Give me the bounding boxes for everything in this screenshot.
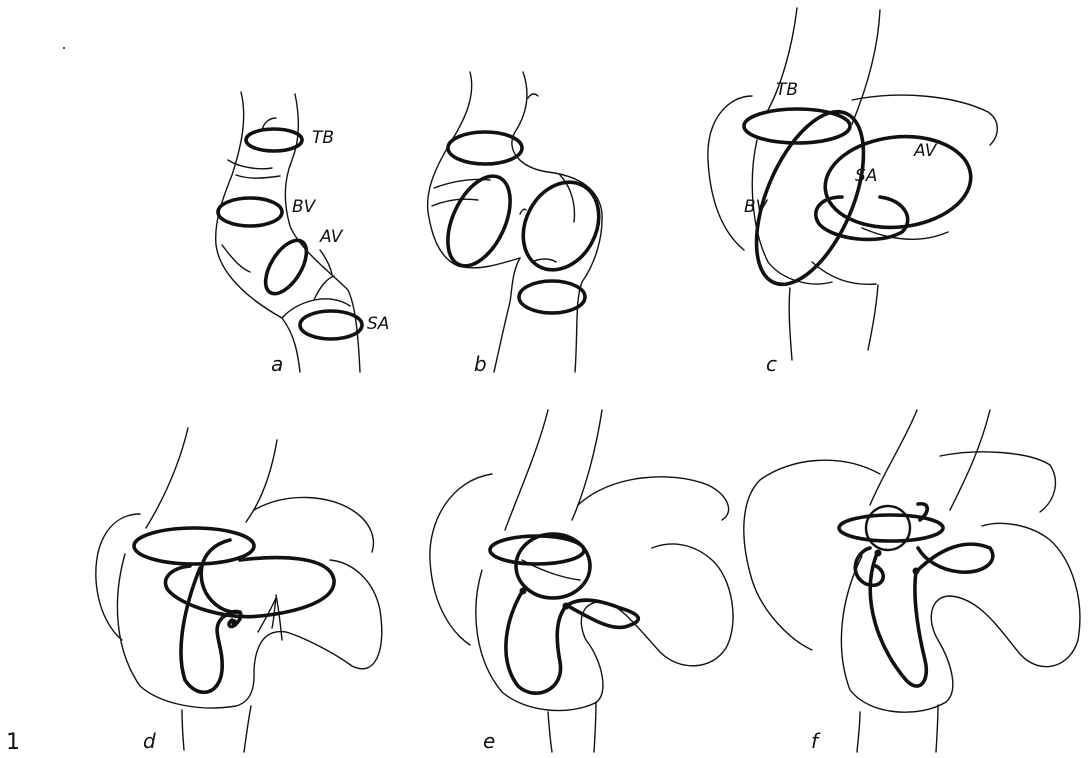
panel-c-label-sa: SA	[855, 166, 877, 186]
panel-a: TB BV AV SA a	[216, 92, 390, 376]
panel-c-letter: c	[766, 352, 777, 376]
panel-b-letter: b	[474, 352, 487, 376]
panel-c-label-bv: BV	[744, 197, 769, 217]
panel-d: d	[96, 428, 382, 753]
figure-number: 1	[6, 730, 20, 755]
panel-e-letter: e	[483, 729, 495, 753]
panel-b: b	[428, 72, 614, 376]
panel-a-label-av: AV	[319, 227, 344, 247]
panel-c-label-tb: TB	[776, 80, 798, 100]
panel-c-label-av: AV	[913, 141, 938, 161]
panel-c: TB BV AV SA c	[708, 8, 997, 376]
panel-e: e	[430, 410, 733, 753]
panel-f-letter: f	[811, 729, 821, 753]
panel-a-label-bv: BV	[292, 197, 317, 217]
panel-a-label-sa: SA	[367, 314, 389, 334]
panel-d-letter: d	[143, 729, 156, 753]
panel-a-letter: a	[271, 352, 283, 376]
panel-f: f	[744, 410, 1080, 753]
panel-a-label-tb: TB	[312, 128, 334, 148]
